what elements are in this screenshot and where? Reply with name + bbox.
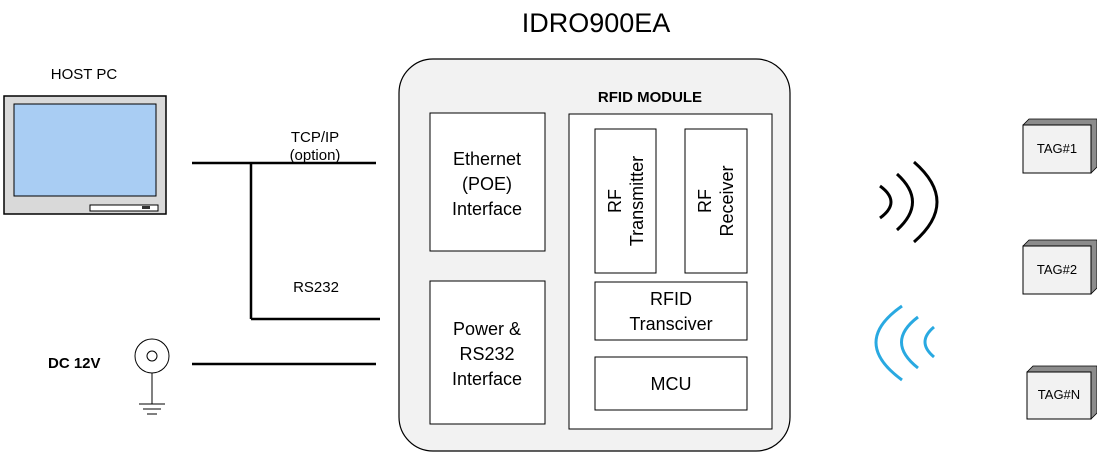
dc-jack-icon xyxy=(134,338,170,415)
mcu-block: MCU xyxy=(594,356,748,411)
ethernet-block-line2: (POE) xyxy=(462,174,512,194)
power-block-line2: RS232 xyxy=(459,344,514,364)
tcpip-option-label: (option) xyxy=(290,147,341,164)
rf-transmitter-block: RF Transmitter xyxy=(594,128,657,274)
outgoing-radio-wave-icon xyxy=(879,160,939,244)
tag-n-label: TAG#N xyxy=(1038,387,1080,402)
tag-1-label: TAG#1 xyxy=(1037,141,1077,156)
incoming-radio-wave-icon xyxy=(874,304,935,382)
tcpip-label: TCP/IP xyxy=(291,129,339,146)
tag-2-box: TAG#2 xyxy=(1022,239,1097,295)
rf-transmitter-line1: RF xyxy=(605,189,625,213)
power-block-line1: Power & xyxy=(453,319,521,339)
tag-1-box: TAG#1 xyxy=(1022,118,1097,174)
rf-receiver-line1: RF xyxy=(695,189,715,213)
transceiver-line1: RFID xyxy=(650,289,692,309)
transceiver-line2: Transciver xyxy=(629,314,712,334)
dc-12v-label: DC 12V xyxy=(48,355,101,372)
rfid-module-label: RFID MODULE xyxy=(598,89,702,106)
tag-n-box: TAG#N xyxy=(1026,365,1097,420)
power-rs232-interface-block: Power & RS232 Interface xyxy=(429,280,546,425)
host-pc-label: HOST PC xyxy=(51,66,118,83)
ethernet-block-line3: Interface xyxy=(452,199,522,219)
connection-lines xyxy=(192,161,380,366)
ethernet-block-line1: Ethernet xyxy=(453,149,521,169)
rs232-label: RS232 xyxy=(293,279,339,296)
tag-2-label: TAG#2 xyxy=(1037,262,1077,277)
rf-transmitter-line2: Transmitter xyxy=(627,156,647,246)
rf-receiver-line2: Receiver xyxy=(717,165,737,236)
power-block-line3: Interface xyxy=(452,369,522,389)
rfid-transceiver-block: RFID Transciver xyxy=(594,281,748,341)
diagram-title: IDRO900EA xyxy=(522,8,671,38)
mcu-label: MCU xyxy=(651,374,692,394)
host-pc-monitor-icon xyxy=(3,95,167,215)
ethernet-interface-block: Ethernet (POE) Interface xyxy=(429,112,546,252)
rf-receiver-block: RF Receiver xyxy=(684,128,748,274)
